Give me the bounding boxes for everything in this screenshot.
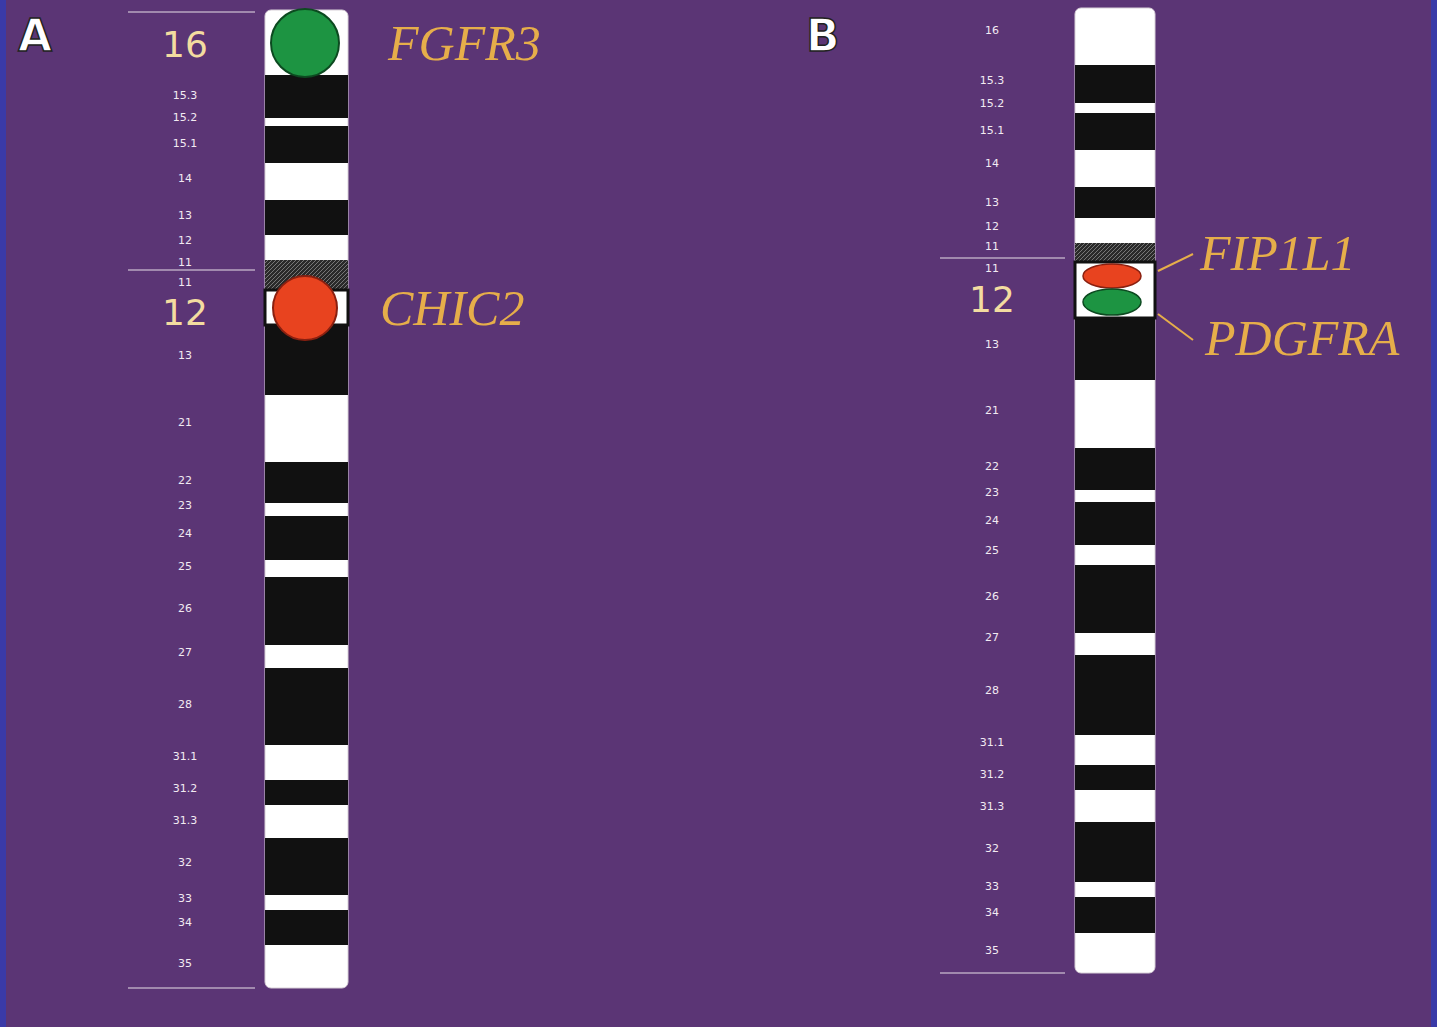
band-label: 15.3 bbox=[173, 90, 198, 101]
band-label: 15.1 bbox=[173, 138, 198, 149]
red-probe-signal bbox=[273, 276, 337, 340]
band-label: 33 bbox=[178, 893, 192, 904]
band-label: 32 bbox=[178, 857, 192, 868]
band-label: 15.3 bbox=[980, 75, 1005, 86]
band-label: 32 bbox=[985, 843, 999, 854]
band-label: 22 bbox=[178, 475, 192, 486]
band-label: 22 bbox=[985, 461, 999, 472]
band-label: 11 bbox=[178, 277, 192, 288]
ruler-line bbox=[128, 269, 255, 270]
band-label: 15.2 bbox=[980, 98, 1005, 109]
band-label: 31.1 bbox=[173, 751, 198, 762]
band-label: 27 bbox=[178, 647, 192, 658]
band-label: 12 bbox=[162, 295, 208, 331]
ruler-line bbox=[128, 11, 255, 12]
band-label: 16 bbox=[162, 27, 208, 63]
dark-band bbox=[1075, 765, 1155, 790]
dark-band bbox=[265, 577, 348, 645]
band-label: 11 bbox=[178, 257, 192, 268]
band-label: 34 bbox=[985, 907, 999, 918]
dark-band bbox=[1075, 187, 1155, 218]
dark-band bbox=[1075, 897, 1155, 933]
dark-band bbox=[265, 200, 348, 235]
dark-band bbox=[1075, 565, 1155, 633]
band-label: 21 bbox=[985, 405, 999, 416]
dark-band bbox=[265, 668, 348, 745]
band-label: 15.1 bbox=[980, 125, 1005, 136]
dark-band bbox=[1075, 448, 1155, 490]
background bbox=[6, 0, 1431, 1027]
band-label: 11 bbox=[985, 241, 999, 252]
band-label: 24 bbox=[178, 528, 192, 539]
band-label: 23 bbox=[178, 500, 192, 511]
green-probe-signal bbox=[271, 9, 339, 77]
band-label: 34 bbox=[178, 917, 192, 928]
ruler-line bbox=[940, 257, 1065, 258]
dark-band bbox=[1075, 65, 1155, 103]
leader-line bbox=[1158, 254, 1193, 271]
band-label: 27 bbox=[985, 632, 999, 643]
leader-line bbox=[1158, 314, 1193, 340]
chromosome-ideogram bbox=[265, 10, 348, 988]
dark-band bbox=[1075, 655, 1155, 735]
band-label: 13 bbox=[985, 339, 999, 350]
band-label: 14 bbox=[985, 158, 999, 169]
ruler-line bbox=[128, 987, 255, 988]
band-label: 25 bbox=[985, 545, 999, 556]
band-label: 21 bbox=[178, 417, 192, 428]
band-label: 31.1 bbox=[980, 737, 1005, 748]
band-label: 31.3 bbox=[173, 815, 198, 826]
red-probe-signal bbox=[1083, 264, 1141, 288]
band-label: 31.2 bbox=[173, 783, 198, 794]
panel-letter: A bbox=[18, 14, 52, 58]
band-label: 12 bbox=[178, 235, 192, 246]
band-q12 bbox=[1075, 262, 1155, 318]
band-label: 14 bbox=[178, 173, 192, 184]
band-label: 31.3 bbox=[980, 801, 1005, 812]
gene-label: FIP1L1 bbox=[1200, 228, 1356, 278]
dark-band bbox=[1075, 502, 1155, 545]
band-label: 35 bbox=[178, 958, 192, 969]
dark-band bbox=[265, 838, 348, 895]
band-label: 31.2 bbox=[980, 769, 1005, 780]
band-label: 16 bbox=[985, 25, 999, 36]
band-label: 25 bbox=[178, 561, 192, 572]
green-probe-signal bbox=[1083, 289, 1141, 315]
band-label: 26 bbox=[178, 603, 192, 614]
chromosome-body bbox=[1075, 8, 1155, 973]
dark-band bbox=[265, 462, 348, 503]
band-label: 13 bbox=[985, 197, 999, 208]
band-label: 28 bbox=[178, 699, 192, 710]
gene-label: FGFR3 bbox=[388, 18, 541, 68]
band-label: 15.2 bbox=[173, 112, 198, 123]
dark-band bbox=[265, 75, 348, 118]
band-label: 26 bbox=[985, 591, 999, 602]
band-label: 24 bbox=[985, 515, 999, 526]
gene-label: CHIC2 bbox=[380, 283, 524, 333]
dark-band bbox=[1075, 822, 1155, 882]
band-label: 23 bbox=[985, 487, 999, 498]
band-label: 33 bbox=[985, 881, 999, 892]
dark-band bbox=[265, 910, 348, 945]
panel-letter: B bbox=[806, 14, 840, 58]
chromosome-body bbox=[265, 10, 348, 988]
dark-band bbox=[265, 126, 348, 163]
ruler-line bbox=[940, 972, 1065, 973]
band-label: 13 bbox=[178, 210, 192, 221]
band-label: 12 bbox=[985, 221, 999, 232]
centromere bbox=[1075, 243, 1155, 262]
band-label: 12 bbox=[969, 282, 1015, 318]
band-label: 28 bbox=[985, 685, 999, 696]
chromosome-ideogram bbox=[1075, 8, 1155, 973]
band-label: 35 bbox=[985, 945, 999, 956]
dark-band bbox=[265, 780, 348, 805]
band-label: 13 bbox=[178, 350, 192, 361]
dark-band bbox=[1075, 113, 1155, 150]
gene-label: PDGFRA bbox=[1205, 313, 1399, 363]
dark-band bbox=[1075, 318, 1155, 380]
dark-band bbox=[265, 516, 348, 560]
band-label: 11 bbox=[985, 263, 999, 274]
